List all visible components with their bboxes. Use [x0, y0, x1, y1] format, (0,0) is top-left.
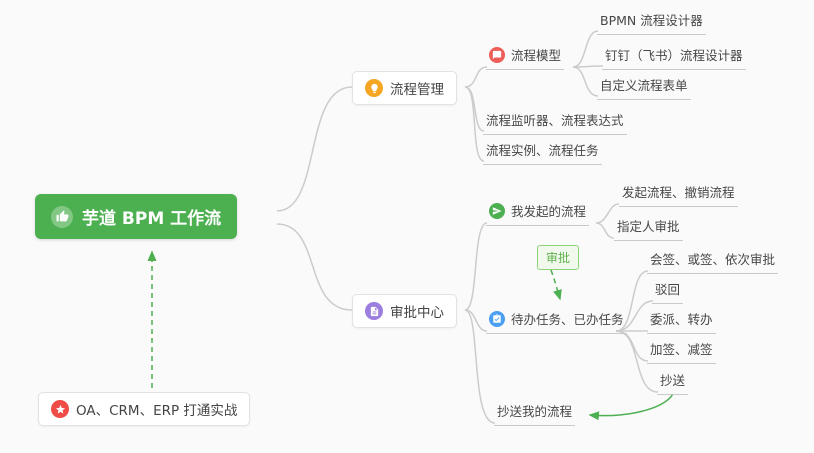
link-mi-assignee — [595, 222, 615, 239]
link-model-bpmn — [572, 30, 599, 68]
approval-badge: 审批 — [537, 245, 580, 270]
node-label: BPMN 流程设计器 — [600, 13, 703, 28]
node-process-management[interactable]: 流程管理 — [352, 71, 457, 105]
node-label: OA、CRM、ERP 打通实战 — [76, 403, 238, 419]
link-todo-reject — [615, 300, 654, 332]
node-my-initiated[interactable]: 我发起的流程 — [486, 201, 590, 226]
node-add-reduce-sign[interactable]: 加签、减签 — [647, 339, 716, 364]
lightbulb-icon — [365, 79, 383, 97]
paper-plane-icon — [489, 202, 505, 219]
node-label: 审批中心 — [390, 305, 444, 321]
node-label: 指定人审批 — [617, 219, 680, 234]
link-mi-initiate-cancel — [595, 203, 620, 224]
link-pm-instance — [464, 86, 485, 162]
node-label: 我发起的流程 — [511, 204, 587, 219]
node-label: 发起流程、撤销流程 — [622, 185, 735, 200]
node-label: 抄送 — [660, 373, 686, 388]
node-label: 流程监听器、流程表达式 — [486, 113, 624, 128]
node-practice[interactable]: OA、CRM、ERP 打通实战 — [38, 392, 251, 426]
task-list-icon — [489, 310, 505, 327]
node-instance-task[interactable]: 流程实例、流程任务 — [483, 140, 602, 165]
link-todo-countersign — [615, 270, 649, 332]
node-cc[interactable]: 抄送 — [657, 370, 689, 395]
node-dingtalk-feishu-designer[interactable]: 钉钉（飞书）流程设计器 — [602, 45, 746, 70]
node-listener-expression[interactable]: 流程监听器、流程表达式 — [483, 110, 627, 135]
link-ac-my-initiated — [464, 222, 488, 311]
node-assignee-approve[interactable]: 指定人审批 — [614, 216, 683, 241]
node-label: 委派、转办 — [650, 312, 713, 327]
approval-badge-label: 审批 — [546, 251, 571, 265]
link-pm-process-model — [464, 66, 488, 88]
root-node[interactable]: 芋道 BPM 工作流 — [35, 194, 238, 239]
node-cc-my-process[interactable]: 抄送我的流程 — [494, 401, 576, 426]
node-label: 流程实例、流程任务 — [486, 143, 599, 158]
node-bpmn-designer[interactable]: BPMN 流程设计器 — [597, 10, 706, 35]
node-label: 流程管理 — [390, 82, 444, 98]
link-model-custom-form — [572, 66, 599, 97]
node-label: 抄送我的流程 — [497, 404, 573, 419]
arrow-cc-to-cc-my-process — [588, 393, 674, 421]
node-approval-center[interactable]: 审批中心 — [352, 294, 457, 328]
node-delegate-transfer[interactable]: 委派、转办 — [647, 309, 716, 334]
thumbs-up-icon — [51, 205, 73, 228]
arrow-approval-badge-to-todo — [550, 269, 562, 301]
node-label: 加签、减签 — [650, 342, 713, 357]
link-root-approval-center — [276, 223, 353, 311]
node-process-model[interactable]: 流程模型 — [486, 45, 565, 70]
node-initiate-cancel[interactable]: 发起流程、撤销流程 — [619, 182, 738, 207]
node-countersign[interactable]: 会签、或签、依次审批 — [647, 249, 779, 274]
node-todo-done[interactable]: 待办任务、已办任务 — [486, 309, 627, 334]
node-label: 自定义流程表单 — [600, 78, 688, 93]
document-icon — [365, 302, 383, 320]
node-label: 钉钉（飞书）流程设计器 — [605, 48, 743, 63]
node-label: 流程模型 — [511, 48, 562, 63]
root-label: 芋道 BPM 工作流 — [82, 209, 222, 229]
node-label: 会签、或签、依次审批 — [650, 252, 776, 267]
node-label: 待办任务、已办任务 — [511, 312, 624, 327]
node-reject[interactable]: 驳回 — [652, 279, 684, 304]
link-root-process-management — [276, 86, 353, 212]
node-custom-form[interactable]: 自定义流程表单 — [597, 75, 691, 100]
chat-bubble-icon — [489, 46, 505, 63]
node-label: 驳回 — [655, 282, 681, 297]
star-icon — [51, 400, 69, 418]
link-ac-cc-my-process — [464, 309, 496, 424]
